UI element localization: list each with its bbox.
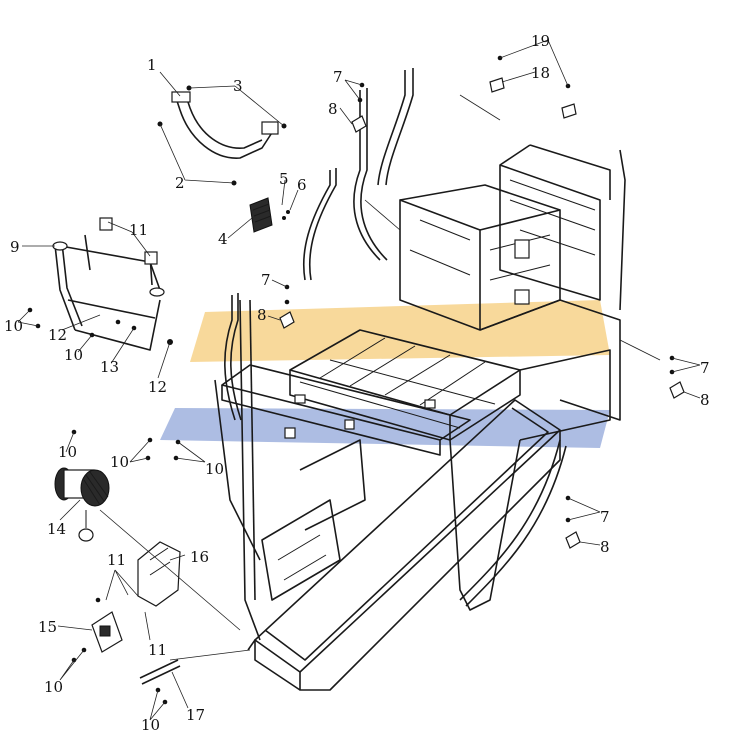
callout-10-mount-left: 10 [110,453,129,471]
callout-7-right: 7 [700,359,710,377]
callout-7-mid: 7 [261,271,271,289]
callout-12-right: 12 [148,378,167,396]
part-14-winch [54,429,110,542]
callout-1: 1 [147,56,157,74]
callout-13: 13 [100,358,119,376]
callout-2: 2 [175,174,185,192]
callout-16: 16 [190,548,209,566]
callout-10-mount-right: 10 [205,460,224,478]
callout-5: 5 [279,170,289,188]
part-16-winch-mount [137,437,181,607]
watermark-blue-stripe [160,408,610,448]
callout-10-pin: 10 [141,716,160,734]
callout-19: 19 [531,32,550,50]
callout-18: 18 [531,64,550,82]
part-17-pin [139,659,181,705]
watermark-logo [160,300,610,448]
main-chassis-frame [214,68,626,691]
callout-8-right: 8 [700,391,710,409]
callout-10-guard-left: 10 [4,317,23,335]
part-7-8-clips [279,82,685,549]
watermark-yellow-stripe [190,300,610,362]
callout-7-top: 7 [333,68,343,86]
callout-10-plate: 10 [44,678,63,696]
callout-10-winch: 10 [58,443,77,461]
callout-4: 4 [218,230,228,248]
part-1-upper-bracket [157,85,287,186]
callout-11-pin: 11 [148,641,167,659]
callout-14: 14 [47,520,66,538]
leader-lines [17,39,701,721]
callout-7-lower: 7 [600,508,610,526]
part-15-mount-plate [71,597,123,663]
callout-labels: 1 2 3 4 5 6 7 8 7 8 7 8 7 8 9 11 10 12 1… [4,32,710,734]
callout-12-left: 12 [48,326,67,344]
callout-9: 9 [10,238,20,256]
part-9-front-guard [27,217,173,351]
callout-3: 3 [233,77,243,95]
callout-8-mid: 8 [257,306,267,324]
callout-10-guard-mid: 10 [64,346,83,364]
callout-8-lower: 8 [600,538,610,556]
part-4-grille-plate [249,197,290,233]
callout-6: 6 [297,176,307,194]
callout-15: 15 [38,618,57,636]
callout-17: 17 [186,706,205,724]
callout-11-mount: 11 [107,551,126,569]
callout-11-guard: 11 [129,221,148,239]
callout-8-top: 8 [328,100,338,118]
